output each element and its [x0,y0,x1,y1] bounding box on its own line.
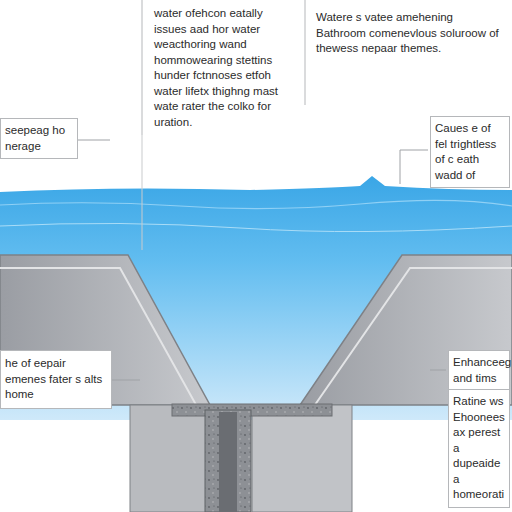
frame-line [305,0,306,105]
leader-line [142,135,143,250]
wave-line [0,200,512,208]
leader-line [400,150,428,151]
text-box: Ratine ws Ehoonees ax perest a dupeaide … [448,389,510,508]
frame-line [142,0,143,135]
drain-column [205,410,251,512]
leader-line [400,150,401,184]
text-box: seepeag ho nerage [0,118,78,159]
text-box: water ofehcon eatally issues aad hor wat… [150,4,302,132]
drain-core [219,412,237,512]
box-text: Caues e of fel trightless of c eath wadd… [435,121,505,183]
water-band [0,176,512,420]
text-box: he of eepair emenes fater s alts home [0,350,112,409]
box-text: seepeag ho nerage [5,123,73,154]
text-box: Caues e of fel trightless of c eath wadd… [430,116,510,188]
box-text: Watere s vatee amehening Bathroom comene… [316,10,504,57]
box-text: he of eepair emenes fater s alts home [5,356,107,403]
floor-slab [172,404,332,416]
leader-line [112,380,140,381]
right-footing [252,405,352,512]
leader-line [78,140,110,141]
wall-edge [0,268,200,412]
text-box: Watere s vatee amehening Bathroom comene… [312,8,508,59]
left-footing [130,405,210,512]
box-text: Ratine ws Ehoonees ax perest a dupeaide … [453,394,505,503]
wave-line [0,223,512,231]
box-text: water ofehcon eatally issues aad hor wat… [154,6,298,130]
leader-line [430,370,446,371]
right-wall [300,255,512,405]
